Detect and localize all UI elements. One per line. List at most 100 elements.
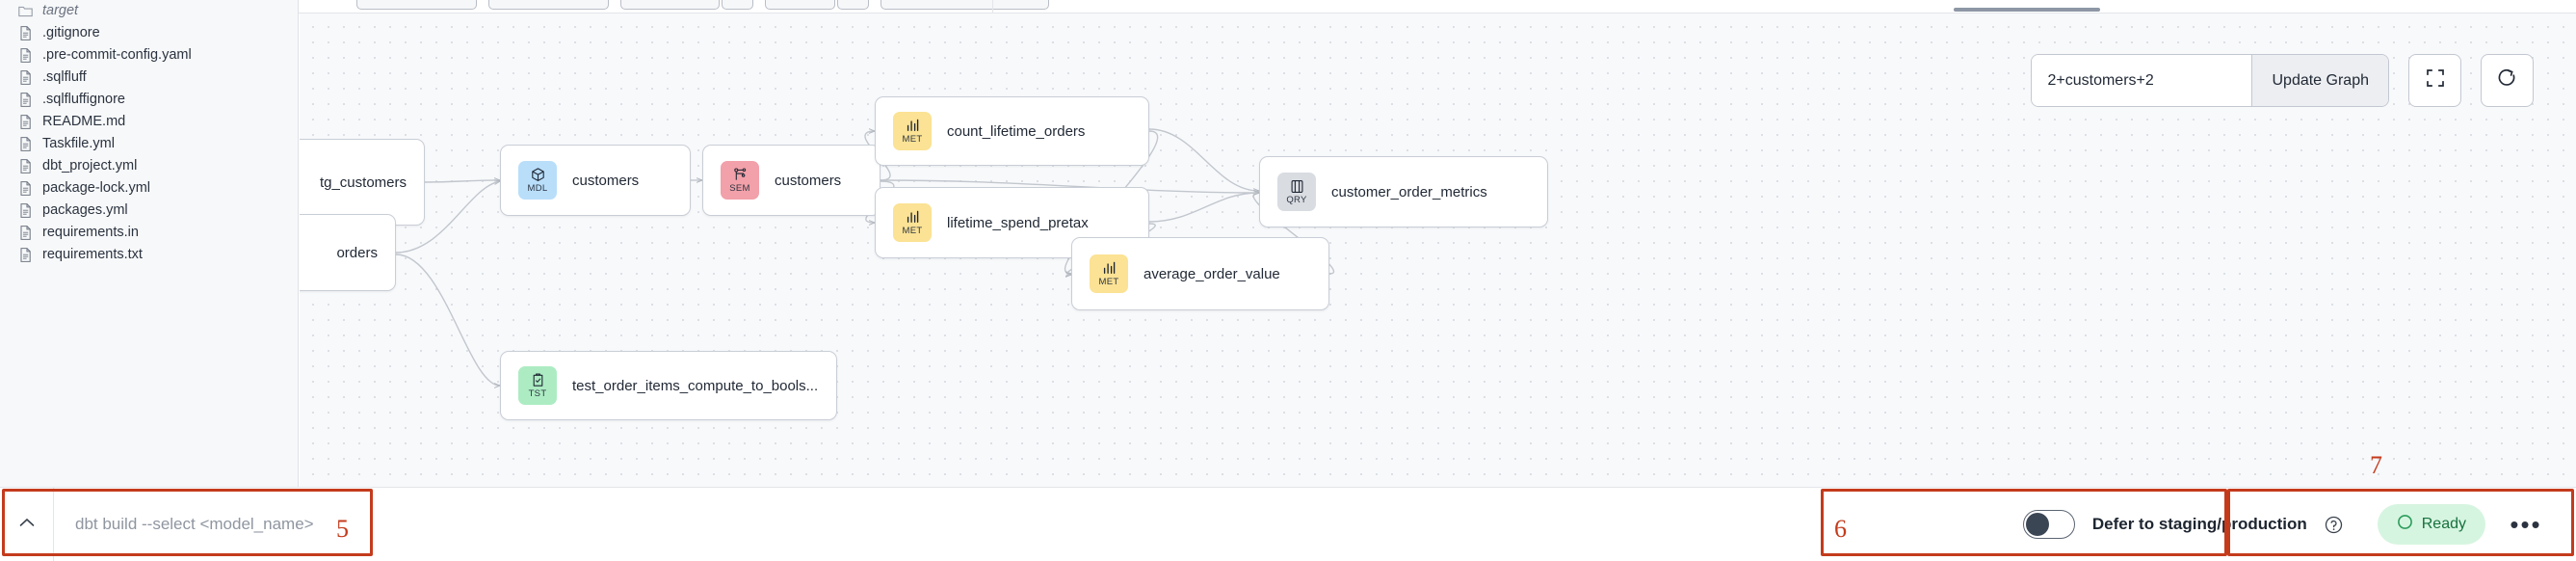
- file-icon: [17, 202, 34, 219]
- file-tree-item-label: .pre-commit-config.yaml: [42, 47, 192, 64]
- node-type-code: SEM: [729, 183, 750, 195]
- node-type-code: MDL: [527, 183, 548, 195]
- fullscreen-button[interactable]: [2408, 54, 2461, 107]
- file-icon: [17, 92, 34, 108]
- file-tree-file-sqlfluffignore[interactable]: .sqlfluffignore: [0, 89, 298, 111]
- tabstrip-divider: [992, 0, 993, 13]
- expand-icon: [2425, 67, 2446, 94]
- command-bar-expand-button[interactable]: [0, 487, 54, 561]
- file-tree-item-label: .sqlfluffignore: [42, 92, 125, 108]
- graph-node-label: lifetime_spend_pretax: [947, 214, 1089, 231]
- file-tree-file-sqlfluff[interactable]: .sqlfluff: [0, 67, 298, 89]
- node-type-code: MET: [1098, 277, 1119, 288]
- qry-node-type-icon: QRY: [1277, 173, 1316, 211]
- circle-icon: [2397, 514, 2413, 535]
- file-tree-folder-target[interactable]: target: [0, 0, 298, 22]
- tab-stub-3[interactable]: [620, 0, 720, 10]
- graph-node-average-order-value[interactable]: MET average_order_value: [1071, 237, 1329, 310]
- graph-node-label: test_order_items_compute_to_bools...: [572, 377, 819, 394]
- file-tree-item-label: package-lock.yml: [42, 180, 151, 197]
- file-icon: [17, 136, 34, 152]
- file-tree-item-label: packages.yml: [42, 202, 128, 219]
- editor-tab-strip: [299, 0, 2576, 13]
- file-tree-item-label: requirements.txt: [42, 247, 143, 263]
- refresh-icon: [2496, 67, 2518, 94]
- file-icon: [17, 247, 34, 263]
- graph-node-label: customer_order_metrics: [1331, 183, 1487, 200]
- file-icon: [17, 25, 34, 41]
- file-tree-file-taskfile-yml[interactable]: Taskfile.yml: [0, 133, 298, 155]
- tab-stub-4[interactable]: [722, 0, 753, 10]
- file-tree-item-label: .gitignore: [42, 25, 100, 41]
- refresh-graph-button[interactable]: [2481, 54, 2534, 107]
- node-type-code: MET: [902, 226, 923, 237]
- file-tree-file-packages-yml[interactable]: packages.yml: [0, 200, 298, 222]
- defer-label: Defer to staging/production: [2091, 515, 2307, 533]
- tab-stub-6[interactable]: [837, 0, 869, 10]
- file-tree-file-requirements-txt[interactable]: requirements.txt: [0, 244, 298, 266]
- node-type-code: TST: [528, 388, 547, 400]
- defer-control-group: Defer to staging/production: [2022, 510, 2358, 539]
- file-tree-item-label: README.md: [42, 114, 126, 130]
- graph-toolbar: Update Graph: [2031, 54, 2534, 107]
- command-input[interactable]: [54, 487, 372, 561]
- defer-toggle[interactable]: [2022, 510, 2075, 539]
- file-icon: [17, 47, 34, 64]
- graph-selector-bar: Update Graph: [2031, 54, 2389, 107]
- file-tree-item-label: dbt_project.yml: [42, 158, 138, 174]
- node-type-code: MET: [902, 134, 923, 146]
- sem-node-type-icon: SEM: [721, 161, 759, 200]
- tab-stub-2[interactable]: [488, 0, 609, 10]
- graph-node-stg-orders[interactable]: orders: [300, 214, 396, 291]
- graph-node-customers-sem[interactable]: SEM customers: [702, 145, 881, 216]
- file-tree-item-label: .sqlfluff: [42, 69, 87, 86]
- met-node-type-icon: MET: [893, 203, 932, 242]
- graph-node-test-order-items[interactable]: TST test_order_items_compute_to_bools...: [500, 351, 837, 420]
- file-tree-item-label: target: [42, 3, 79, 19]
- file-tree-file-requirements-in[interactable]: requirements.in: [0, 222, 298, 244]
- tst-node-type-icon: TST: [518, 366, 557, 405]
- graph-node-stg-customers[interactable]: tg_customers: [300, 139, 425, 226]
- file-icon: [17, 114, 34, 130]
- command-bar: Defer to staging/production Ready •••: [0, 487, 2576, 561]
- file-tree-file-pre-commit-config-yaml[interactable]: .pre-commit-config.yaml: [0, 44, 298, 67]
- tab-stub-7[interactable]: [881, 0, 1049, 10]
- graph-node-label: orders: [336, 244, 378, 261]
- ellipsis-icon: •••: [2510, 509, 2542, 539]
- graph-selector-input[interactable]: [2032, 55, 2252, 106]
- graph-node-label: customers: [572, 172, 640, 189]
- file-tree-file-gitignore[interactable]: .gitignore: [0, 22, 298, 44]
- met-node-type-icon: MET: [893, 112, 932, 150]
- status-label: Ready: [2421, 516, 2466, 532]
- graph-node-label: tg_customers: [319, 174, 407, 191]
- more-options-button[interactable]: •••: [2501, 499, 2551, 549]
- tab-stub-5[interactable]: [765, 0, 835, 10]
- folder-icon: [17, 3, 34, 19]
- node-type-code: QRY: [1286, 195, 1307, 206]
- graph-node-label: count_lifetime_orders: [947, 122, 1086, 140]
- update-graph-button[interactable]: Update Graph: [2251, 55, 2388, 106]
- file-tree-item-label: requirements.in: [42, 225, 139, 241]
- file-icon: [17, 225, 34, 241]
- help-circle-icon[interactable]: [2325, 516, 2343, 534]
- file-explorer[interactable]: target .gitignore .pre-commit-config.yaml.…: [0, 0, 299, 487]
- active-tab-underline: [1954, 8, 2100, 12]
- graph-node-customers-model[interactable]: MDL customers: [500, 145, 691, 216]
- file-tree-file-package-lock-yml[interactable]: package-lock.yml: [0, 177, 298, 200]
- file-icon: [17, 69, 34, 86]
- graph-node-count-lifetime-orders[interactable]: MET count_lifetime_orders: [875, 96, 1149, 166]
- file-tree-file-readme-md[interactable]: README.md: [0, 111, 298, 133]
- graph-node-label: average_order_value: [1143, 265, 1280, 282]
- mdl-node-type-icon: MDL: [518, 161, 557, 200]
- file-tree-item-label: Taskfile.yml: [42, 136, 115, 152]
- tab-stub-1[interactable]: [356, 0, 477, 10]
- file-icon: [17, 158, 34, 174]
- chevron-up-icon: [18, 516, 36, 533]
- defer-toggle-knob: [2025, 513, 2049, 536]
- file-tree-file-dbt-project-yml[interactable]: dbt_project.yml: [0, 155, 298, 177]
- graph-node-label: customers: [775, 172, 842, 189]
- graph-node-customer-order-metrics[interactable]: QRY customer_order_metrics: [1259, 156, 1548, 227]
- status-badge[interactable]: Ready: [2377, 504, 2485, 545]
- file-icon: [17, 180, 34, 197]
